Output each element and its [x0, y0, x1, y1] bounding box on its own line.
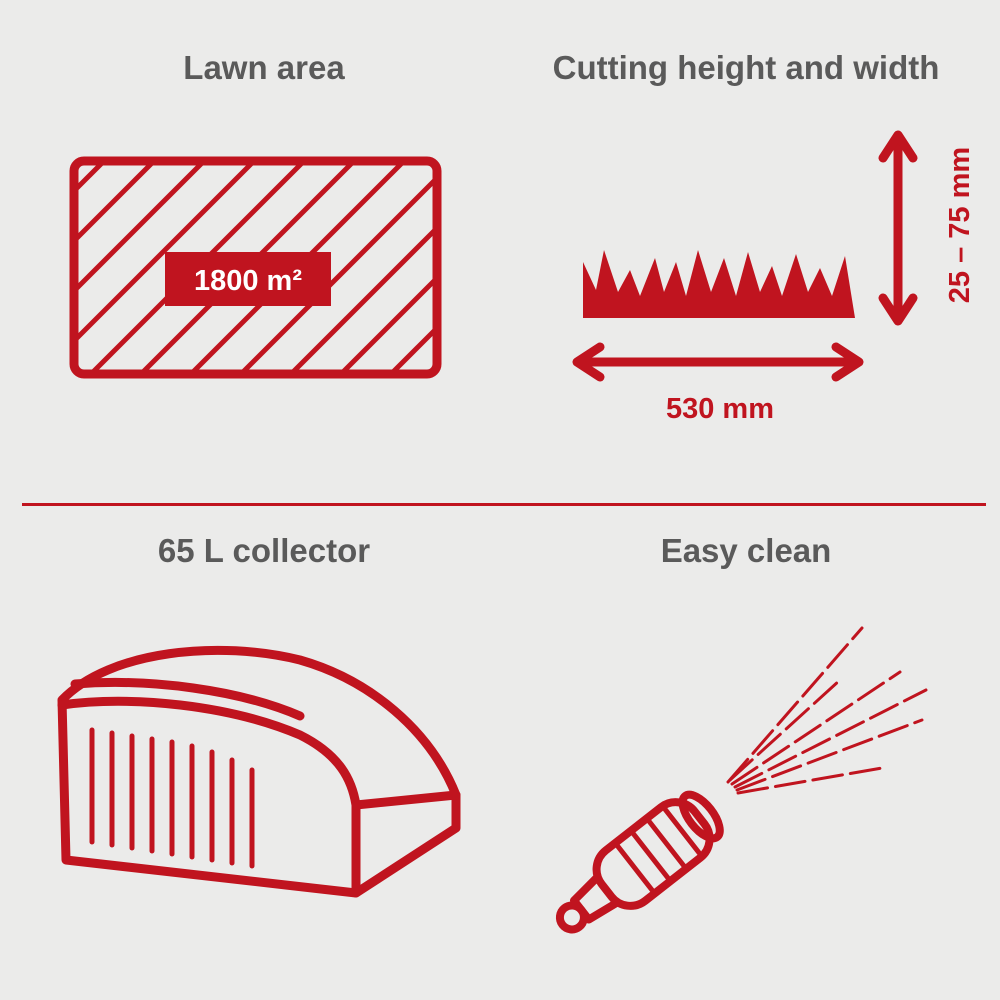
cutting-height-arrow	[878, 130, 918, 326]
easy-clean-heading: Easy clean	[660, 532, 832, 569]
section-divider	[22, 503, 986, 506]
cutting-width-arrow	[572, 342, 864, 382]
collector-heading: 65 L collector	[157, 532, 371, 569]
cutting-height-value: 25 – 75 mm	[944, 147, 976, 303]
spray-nozzle-icon	[555, 626, 928, 934]
lawn-area-badge: 1800 m²	[165, 252, 331, 306]
lawn-area-value: 1800 m²	[194, 265, 302, 297]
lawn-area-heading: Lawn area	[183, 49, 345, 86]
cutting-heading: Cutting height and width	[552, 49, 940, 86]
grass-collector-icon	[57, 645, 461, 898]
cutting-width-value: 530 mm	[666, 393, 774, 425]
grass-icon	[583, 250, 855, 318]
